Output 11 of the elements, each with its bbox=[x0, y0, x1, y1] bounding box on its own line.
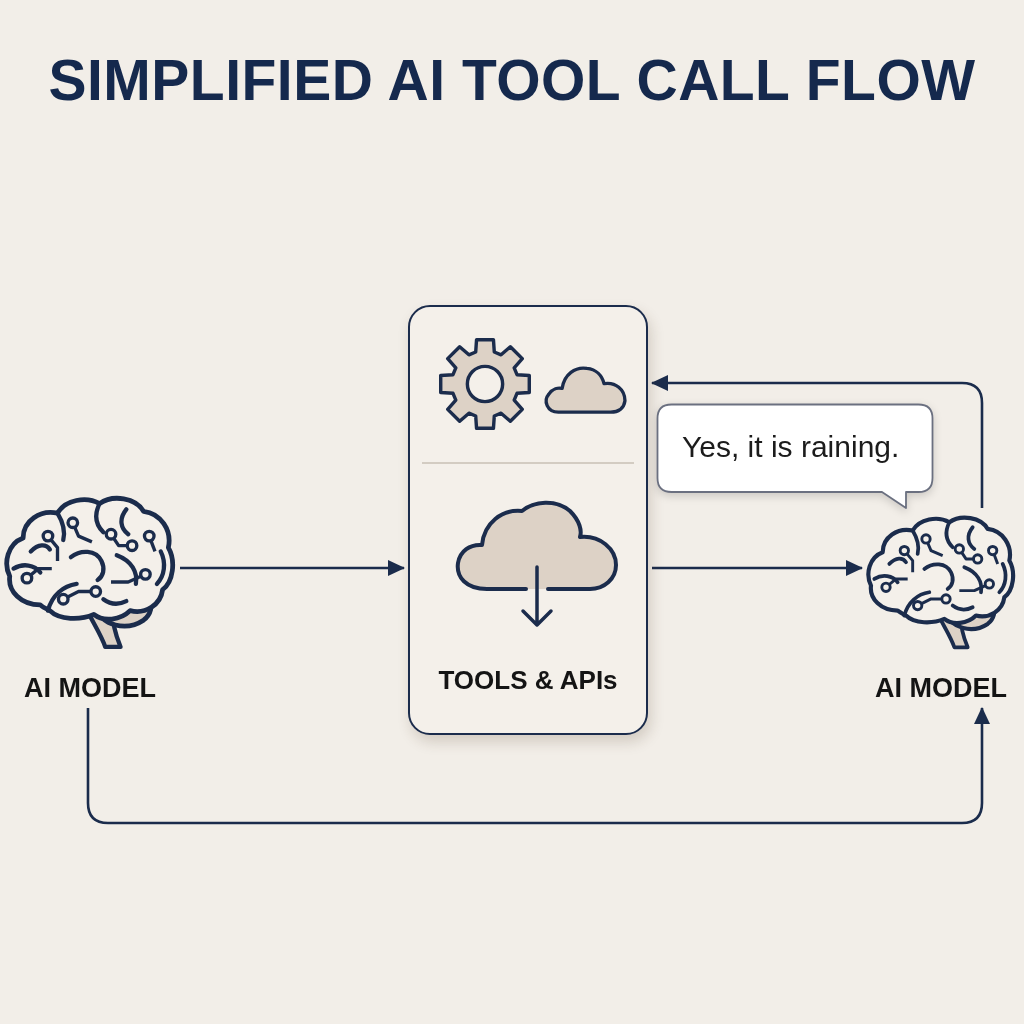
arrow bbox=[86, 707, 990, 825]
bubble-text: Yes, it is raining. bbox=[682, 429, 900, 465]
tools-card bbox=[408, 305, 648, 735]
arrow bbox=[180, 560, 405, 576]
node-label: AI MODEL bbox=[24, 672, 156, 704]
diagram-title: SIMPLIFIED AI TOOL CALL FLOW bbox=[48, 48, 976, 114]
arrow bbox=[651, 375, 984, 508]
speech-bubble bbox=[656, 403, 934, 511]
arrow bbox=[652, 560, 863, 576]
node-label: TOOLS & APIs bbox=[438, 665, 618, 695]
node-label: AI MODEL bbox=[875, 672, 1007, 704]
